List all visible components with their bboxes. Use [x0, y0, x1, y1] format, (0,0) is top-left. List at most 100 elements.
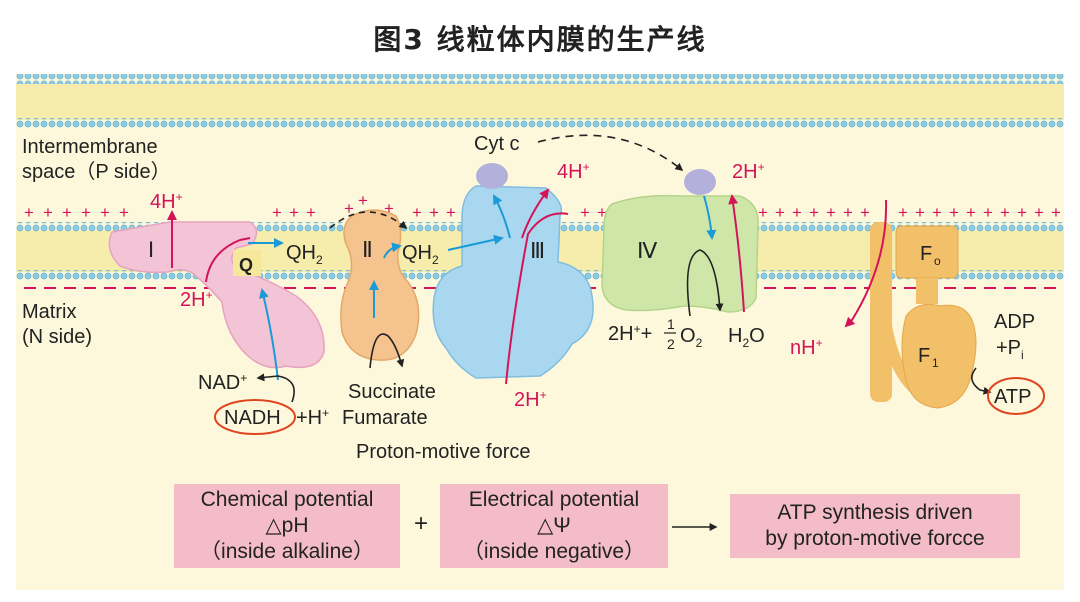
- proton-plus-sign: +: [775, 203, 785, 222]
- atp-highlight: [987, 377, 1045, 415]
- fo-sub: o: [934, 254, 941, 268]
- proton-plus-sign: +: [580, 203, 590, 222]
- c3-electron-arrow: [493, 194, 511, 239]
- outer-membrane: [16, 84, 1064, 120]
- pmf-label: Proton-motive force: [356, 441, 531, 463]
- qh2-label-a: QH2: [286, 242, 323, 267]
- proton-plus-sign: +: [792, 203, 802, 222]
- chemical-potential-note: （inside alkaline）: [200, 540, 374, 563]
- n-side-label-2: (N side): [22, 326, 92, 348]
- proton-plus-sign: +: [62, 203, 72, 222]
- proton-plus-sign: +: [24, 203, 34, 222]
- chemical-potential-box: Chemical potential △pH （inside alkaline）: [174, 484, 400, 568]
- proton-plus-sign: +: [446, 203, 456, 222]
- proton-plus-sign: +: [344, 199, 354, 218]
- complex-iv-label: Ⅳ: [637, 238, 658, 263]
- proton-plus-sign: +: [983, 203, 993, 222]
- cytc-left: [476, 163, 508, 189]
- c3-4h-label: 4H+: [557, 160, 590, 183]
- fumarate-label: Fumarate: [342, 407, 428, 429]
- figure-title: 图3 线粒体内膜的生产线: [373, 23, 707, 56]
- c4-electron-arrow: [703, 195, 717, 240]
- chemical-potential-symbol: △pH: [265, 514, 309, 537]
- outer-membrane-beads-top: [16, 74, 1064, 84]
- proton-plus-sign: +: [429, 203, 439, 222]
- proton-plus-sign: +: [1000, 203, 1010, 222]
- adp-to-atp-arrow: [971, 367, 992, 395]
- c3-proton-arrow: [521, 188, 550, 239]
- c1-electron-arrow: [259, 288, 279, 381]
- atp-label: ATP: [994, 386, 1031, 408]
- half-num: 1: [667, 316, 675, 332]
- succinate-arrow: [369, 333, 405, 369]
- f1-sub: 1: [932, 356, 939, 370]
- proton-plus-sign: +: [358, 191, 368, 210]
- proton-plus-sign: +: [384, 199, 394, 218]
- proton-plus-sign: +: [809, 203, 819, 222]
- proton-plus-sign: +: [966, 203, 976, 222]
- p-side-label-1: Intermembrane: [22, 136, 158, 158]
- equation-plus: +: [414, 510, 429, 537]
- c4-2h-out-label: 2H+: [732, 160, 765, 183]
- q-label: Q: [239, 255, 253, 275]
- nadh-label: NADH: [224, 407, 281, 429]
- f1-subunit: [901, 303, 977, 409]
- proton-plus-sign: +: [1017, 203, 1027, 222]
- q-box: [233, 250, 261, 276]
- c3-proton-curve: [505, 212, 569, 385]
- atp-proton-arrow: [844, 199, 888, 328]
- complex-iii-label: Ⅲ: [530, 238, 545, 263]
- nadh-plus-label: +H+: [296, 406, 329, 429]
- proton-plus-sign: +: [119, 203, 129, 222]
- proton-plus-sign: +: [949, 203, 959, 222]
- atp-synthesis-line1: ATP synthesis driven: [777, 501, 973, 524]
- complex-ii-label: Ⅱ: [362, 237, 373, 262]
- nadh-highlight: [214, 399, 296, 435]
- proton-plus-sign: +: [289, 203, 299, 222]
- cytc-transfer-arc: [537, 134, 684, 172]
- proton-plus-sign: +: [843, 203, 853, 222]
- c2-to-qh2-arrow: [383, 242, 402, 259]
- atp-synthesis-line2: by proton-motive forcce: [765, 527, 985, 550]
- proton-plus-sign: +: [1034, 203, 1044, 222]
- fo-label: F: [920, 243, 932, 265]
- electrical-potential-title: Electrical potential: [468, 488, 640, 511]
- cytc-label: Cyt c: [474, 133, 520, 155]
- pi-label: +Pi: [996, 337, 1024, 362]
- electrical-potential-box: Electrical potential △Ψ （inside negative…: [440, 484, 668, 568]
- proton-plus-sign: +: [597, 203, 607, 222]
- succinate-label: Succinate: [348, 381, 436, 403]
- proton-plus-sign: +: [306, 203, 316, 222]
- proton-plus-sign: +: [915, 203, 925, 222]
- nad-label: NAD+: [198, 371, 247, 394]
- proton-plus-sign: +: [758, 203, 768, 222]
- water-label: H2O: [728, 325, 765, 350]
- proton-plus-sign: +: [81, 203, 91, 222]
- c1-4h-label: 4H+: [150, 190, 183, 213]
- proton-plus-sign: +: [412, 203, 422, 222]
- outer-membrane-beads-bottom: [16, 118, 1064, 128]
- proton-plus-sign: +: [43, 203, 53, 222]
- adp-label: ADP: [994, 311, 1035, 333]
- complex-ii: [340, 209, 420, 361]
- proton-plus-sign: +: [826, 203, 836, 222]
- n-side-label-1: Matrix: [22, 301, 76, 323]
- c4-2h-in-label: 2H++: [608, 322, 652, 345]
- proton-plus-sign: +: [100, 203, 110, 222]
- atp-central-stalk: [916, 278, 938, 304]
- c1-proton-curve: [205, 237, 251, 283]
- o2-label: O2: [680, 325, 703, 350]
- proton-plus-sign: +: [1051, 203, 1061, 222]
- proton-plus-sign: +: [898, 203, 908, 222]
- f1-label: F: [918, 345, 930, 367]
- electrical-potential-symbol: △Ψ: [537, 514, 571, 537]
- qh2-to-c3-arrow: [447, 234, 504, 251]
- atp-synthesis-box: ATP synthesis driven by proton-motive fo…: [730, 494, 1020, 558]
- proton-plus-sign: +: [932, 203, 942, 222]
- proton-plus-sign: +: [272, 203, 282, 222]
- proton-plus-sign: +: [860, 203, 870, 222]
- c3-2h-label: 2H+: [514, 388, 547, 411]
- atp-nh-label: nH+: [790, 336, 823, 359]
- qh2-label-b: QH2: [402, 242, 439, 267]
